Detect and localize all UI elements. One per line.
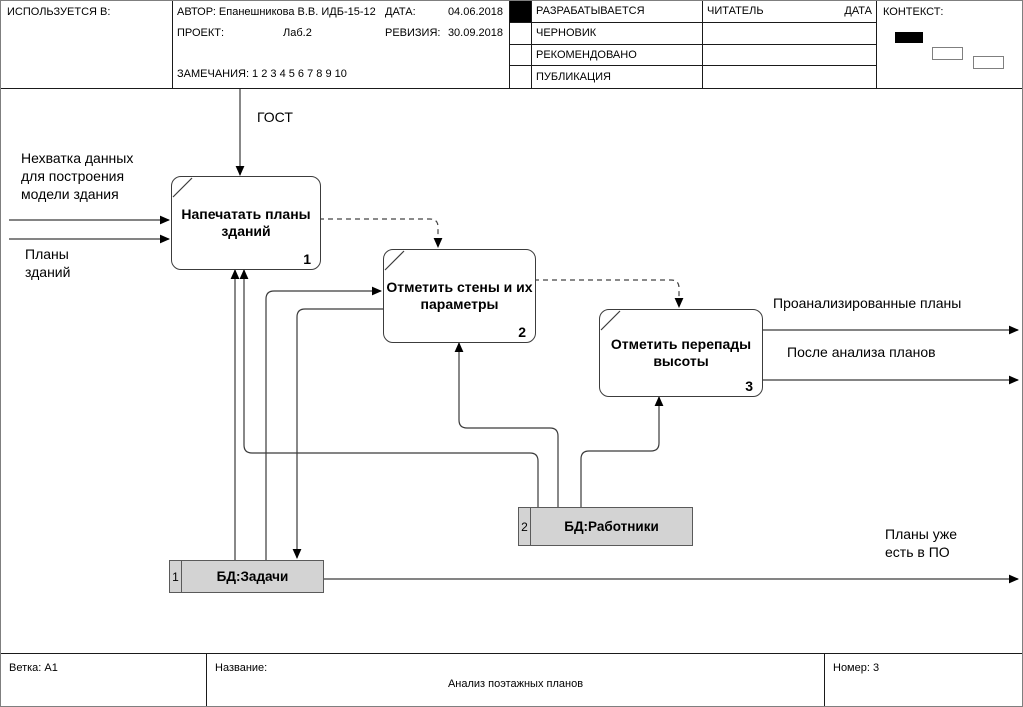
- status-check-recommended: [510, 45, 531, 67]
- project-label: ПРОЕКТ:: [177, 27, 225, 39]
- process-number: 2: [518, 323, 526, 340]
- diagram-canvas: Напечатать планы зданий 1 Отметить стены…: [1, 89, 1022, 653]
- flow-arrows-layer: [9, 89, 1019, 584]
- reader-date-label: ДАТА: [844, 5, 872, 18]
- number-cell: Номер: 3: [825, 654, 1022, 706]
- arrow-process2-to-store1[interactable]: [292, 308, 383, 559]
- date-value: 04.06.2018: [447, 6, 503, 18]
- process-label: Напечатать планы зданий: [181, 205, 311, 240]
- number-label: Номер: 3: [833, 662, 880, 674]
- used-in-cell: ИСПОЛЬЗУЕТСЯ В:: [1, 1, 173, 88]
- process-label: Отметить перепады высоты: [610, 335, 752, 370]
- status-label: ЧЕРНОВИК: [536, 27, 597, 40]
- revision-value: 30.09.2018: [447, 27, 503, 39]
- status-label-column: РАЗРАБАТЫВАЕТСЯ ЧЕРНОВИК РЕКОМЕНДОВАНО П…: [532, 1, 703, 88]
- current-status-marker: [510, 1, 531, 22]
- reader-empty-row: [703, 66, 876, 88]
- context-child-node-icon: [932, 47, 963, 60]
- arrow-store2-to-process1[interactable]: [239, 269, 539, 507]
- project-value: Лаб.2: [283, 27, 312, 39]
- status-check-column: [510, 1, 532, 88]
- branch-cell: Ветка: A1: [1, 654, 207, 706]
- flow-label-gost[interactable]: ГОСТ: [257, 109, 293, 125]
- reader-label: ЧИТАТЕЛЬ: [707, 5, 764, 18]
- flow-label-building-plans[interactable]: Планы зданий: [25, 246, 71, 281]
- datastore-workers[interactable]: 2 БД:Работники: [518, 507, 693, 546]
- title-cell: Название: Анализ поэтажных планов: [207, 654, 825, 706]
- date-label: ДАТА:: [385, 6, 416, 18]
- author-line: АВТОР: Епанешникова В.В. ИДБ-15-12: [177, 6, 376, 18]
- flow-label-lack-of-data[interactable]: Нехватка данных для построения модели зд…: [21, 150, 134, 203]
- context-label: КОНТЕКСТ:: [883, 6, 944, 18]
- process-number: 3: [745, 377, 753, 394]
- status-row-developed: РАЗРАБАТЫВАЕТСЯ: [532, 1, 702, 23]
- flow-label-after-analysis[interactable]: После анализа планов: [787, 344, 936, 360]
- context-cell: КОНТЕКСТ:: [877, 1, 1022, 88]
- kit-header: ИСПОЛЬЗУЕТСЯ В: АВТОР: Епанешникова В.В.…: [1, 1, 1022, 89]
- corner-slash-icon: [172, 177, 193, 198]
- dashed-arrow-process2-to-process3[interactable]: [534, 279, 684, 308]
- diagram-title: Анализ поэтажных планов: [447, 678, 584, 690]
- kit-footer: Ветка: A1 Название: Анализ поэтажных пла…: [1, 653, 1022, 706]
- context-current-node-icon: [895, 32, 923, 43]
- context-child-node-icon: [973, 56, 1004, 69]
- arrow-store1-to-process2[interactable]: [265, 286, 382, 560]
- flow-label-analyzed-plans[interactable]: Проанализированные планы: [773, 295, 962, 311]
- status-check-developed: [510, 1, 531, 23]
- status-label: РЕКОМЕНДОВАНО: [536, 48, 637, 61]
- used-in-label: ИСПОЛЬЗУЕТСЯ В:: [7, 6, 111, 18]
- status-check-draft: [510, 23, 531, 45]
- notes-line: ЗАМЕЧАНИЯ: 1 2 3 4 5 6 7 8 9 10: [177, 68, 347, 80]
- reader-empty-row: [703, 45, 876, 67]
- corner-slash-icon: [600, 310, 621, 331]
- flow-label-plans-already[interactable]: Планы уже есть в ПО: [885, 526, 958, 561]
- process-box-print-plans[interactable]: Напечатать планы зданий 1: [171, 176, 321, 270]
- status-check-publication: [510, 66, 531, 88]
- revision-label: РЕВИЗИЯ:: [385, 27, 441, 39]
- datastore-number: 1: [170, 561, 182, 592]
- process-box-mark-height-drops[interactable]: Отметить перепады высоты 3: [599, 309, 763, 397]
- status-row-recommended: РЕКОМЕНДОВАНО: [532, 45, 702, 67]
- status-label: РАЗРАБАТЫВАЕТСЯ: [536, 5, 645, 18]
- branch-label: Ветка: A1: [9, 662, 58, 674]
- process-label: Отметить стены и их параметры: [386, 278, 533, 313]
- datastore-number: 2: [519, 508, 531, 545]
- status-row-draft: ЧЕРНОВИК: [532, 23, 702, 45]
- author-cell: АВТОР: Епанешникова В.В. ИДБ-15-12 ДАТА:…: [173, 1, 510, 88]
- datastore-label: БД:Задачи: [216, 569, 289, 584]
- datastore-tasks[interactable]: 1 БД:Задачи: [169, 560, 324, 593]
- arrow-store2-to-process2[interactable]: [454, 342, 559, 507]
- dashed-arrow-process1-to-process2[interactable]: [319, 218, 443, 248]
- process-number: 1: [303, 250, 311, 267]
- corner-slash-icon: [384, 250, 405, 271]
- reader-header-row: ЧИТАТЕЛЬ ДАТА: [703, 1, 876, 23]
- arrow-store2-to-process3[interactable]: [580, 396, 664, 507]
- reader-empty-row: [703, 23, 876, 45]
- status-row-publication: ПУБЛИКАЦИЯ: [532, 66, 702, 88]
- process-box-mark-walls[interactable]: Отметить стены и их параметры 2: [383, 249, 536, 343]
- status-label: ПУБЛИКАЦИЯ: [536, 71, 611, 84]
- datastore-label: БД:Работники: [564, 519, 659, 534]
- name-label: Название:: [215, 662, 268, 674]
- reader-column: ЧИТАТЕЛЬ ДАТА: [703, 1, 877, 88]
